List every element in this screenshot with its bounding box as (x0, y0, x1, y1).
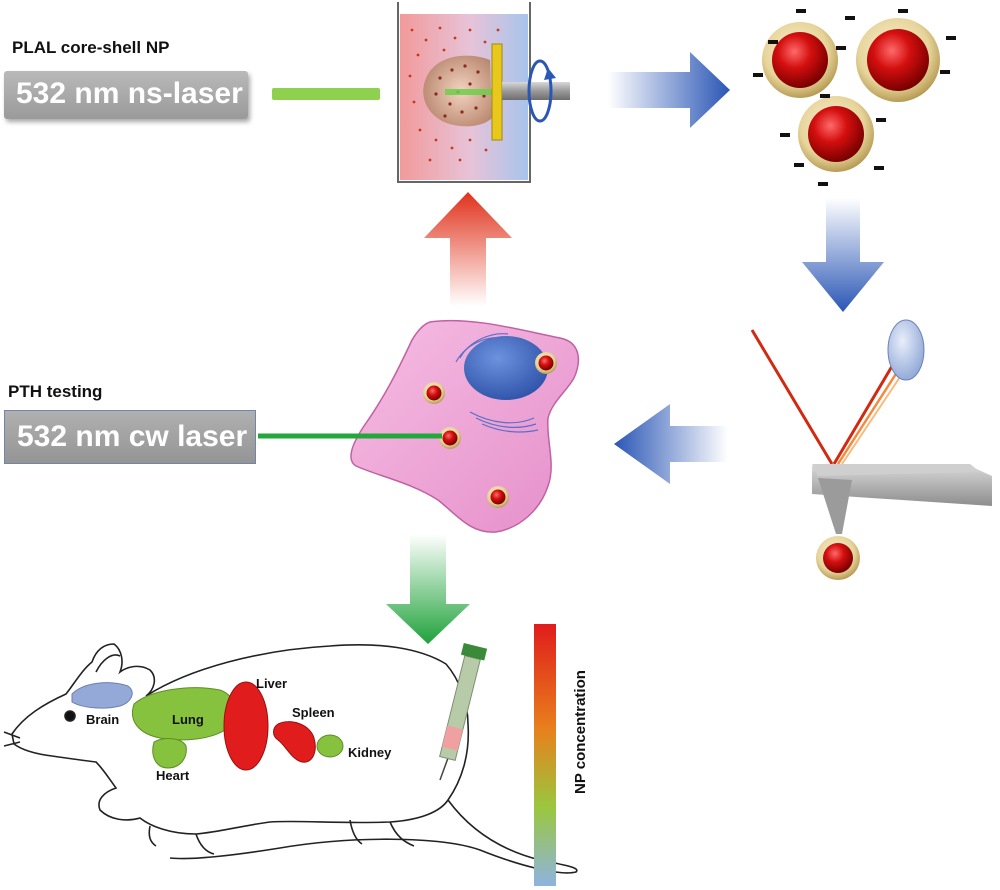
rotation-arrow-icon (527, 59, 553, 123)
suspended-particles (408, 26, 500, 162)
liver-organ (223, 681, 269, 771)
cw-laser-label: 532 nm cw laser (4, 410, 256, 464)
lung-label: Lung (172, 712, 204, 727)
ns-laser-beam (272, 88, 380, 100)
syringe-plunger (460, 642, 488, 661)
afm-tip (818, 478, 852, 534)
cell-nanoparticle-1 (423, 382, 445, 404)
photodetector (887, 319, 925, 381)
mouse-hind-leg (349, 819, 415, 847)
syringe (439, 642, 488, 781)
cell-nanoparticle-2 (535, 352, 557, 374)
mouse-outline (11, 643, 470, 835)
ablation-vial (397, 2, 570, 183)
spleen-label: Spleen (292, 705, 335, 720)
np-concentration-label: NP concentration (572, 670, 589, 794)
negative-charges (753, 9, 956, 186)
arrow-to-nanoparticles-icon (608, 52, 730, 128)
mouse-whiskers (3, 731, 21, 747)
ns-laser-label: 532 nm ns-laser (4, 71, 248, 119)
cell (350, 319, 580, 533)
pth-title: PTH testing (8, 382, 103, 401)
mouse (3, 643, 578, 874)
arrow-to-afm-icon (802, 198, 884, 312)
kidney-label: Kidney (348, 745, 392, 760)
afm-setup (750, 319, 992, 580)
arrow-to-ablation-icon (424, 192, 512, 306)
cantilever-arm (812, 464, 980, 476)
target-plate (491, 43, 503, 141)
rotation-rod (502, 82, 570, 100)
concentration-scale-bar (534, 624, 556, 886)
nanoparticle-3 (798, 96, 874, 172)
mouse-front-leg (148, 825, 215, 855)
cantilever-base (812, 466, 992, 506)
mouse-organs (71, 681, 344, 771)
heart-organ (152, 738, 187, 769)
syringe-needle (439, 757, 449, 781)
brain-label: Brain (86, 712, 120, 727)
incident-beam (750, 329, 834, 465)
rotation-arrowhead-icon (544, 68, 556, 80)
mouse-eye (64, 710, 76, 722)
syringe-liquid (442, 725, 463, 751)
arrow-to-mouse-icon (386, 534, 470, 644)
mouse-ear (95, 654, 121, 673)
arrow-to-cell-icon (614, 404, 728, 484)
membrane-lines (455, 333, 539, 433)
kidney-organ (316, 734, 344, 758)
cell-nanoparticle-4 (487, 486, 509, 508)
mouse-tail (169, 799, 578, 874)
charged-nanoparticles (753, 9, 956, 186)
heart-label: Heart (156, 768, 190, 783)
spleen-organ (273, 721, 316, 763)
brain-organ (71, 682, 133, 709)
probe-nanoparticle (816, 536, 860, 580)
nanoparticle-1 (762, 22, 838, 98)
cell-nanoparticle-3 (439, 427, 461, 449)
plal-title: PLAL core-shell NP (12, 38, 170, 57)
liver-label: Liver (256, 676, 288, 691)
nucleus (464, 336, 548, 400)
nanoparticle-2 (856, 18, 940, 102)
